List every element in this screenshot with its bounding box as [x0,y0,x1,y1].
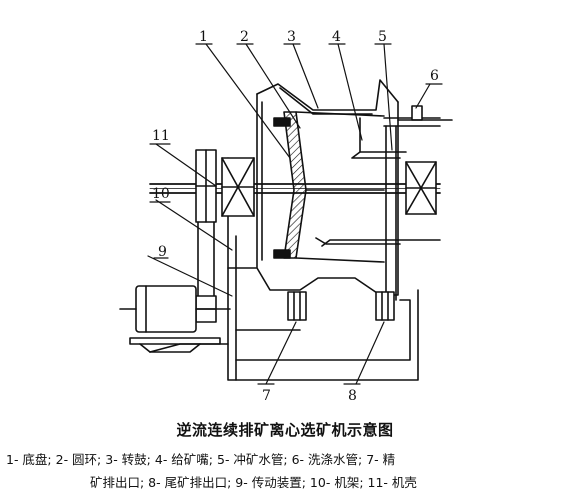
label-2: 2 [240,29,249,45]
label-9: 9 [158,244,167,260]
label-5: 5 [378,29,387,45]
washing-water-pipe [315,105,453,247]
feed-nozzle [351,117,407,159]
centrifuge-diagram: 1 2 3 4 5 6 11 10 9 7 8 [119,29,453,404]
label-underlines [149,43,443,385]
machine-shell [256,79,399,296]
label-4: 4 [332,29,341,45]
label-3: 3 [287,29,296,45]
legend-line-1: 1- 底盘; 2- 圆环; 3- 转鼓; 4- 给矿嘴; 5- 冲矿水管; 6-… [6,452,396,467]
label-1: 1 [199,29,208,45]
diagram-title: 逆流连续排矿离心选矿机示意图 [176,421,394,439]
label-6: 6 [430,68,439,84]
right-bearing [405,161,437,215]
tailing-outlet [375,291,395,321]
legend-line-2: 矿排出口; 8- 尾矿排出口; 9- 传动装置; 10- 机架; 11- 机壳 [90,475,417,490]
label-11: 11 [152,128,170,144]
rotating-drum [273,111,385,263]
label-8: 8 [348,388,357,404]
frame [227,157,419,381]
leader-lines [147,43,431,385]
label-7: 7 [262,388,271,404]
label-10: 10 [152,186,170,202]
flush-water-pipe [383,117,441,301]
motor [119,285,231,353]
drive-pulley [195,149,217,223]
left-bearing [221,157,255,217]
concentrate-outlet [287,291,307,321]
